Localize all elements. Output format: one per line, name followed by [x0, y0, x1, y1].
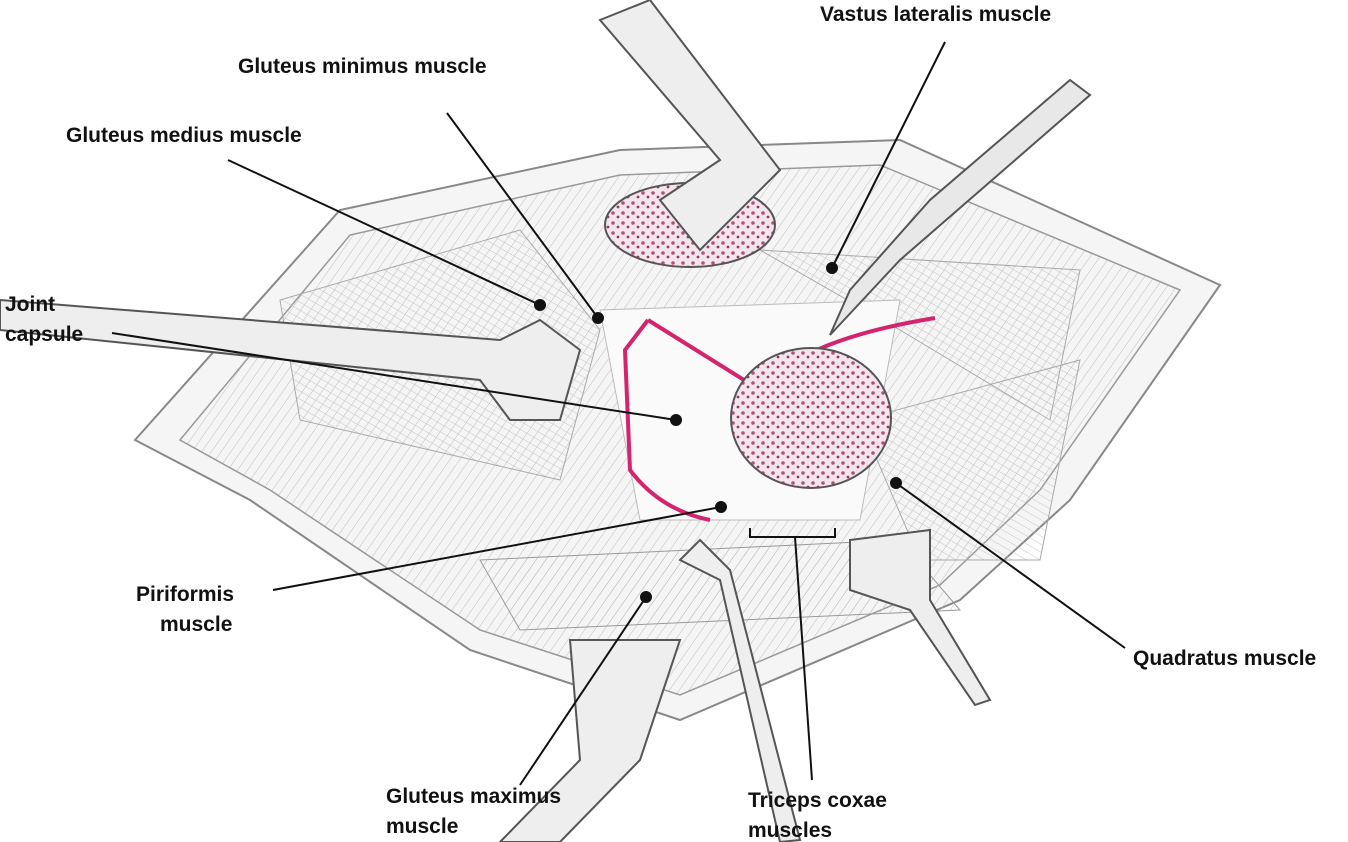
retractor-bottom-right [849, 528, 992, 707]
label-gluteus-minimus: Gluteus minimus muscle [238, 55, 487, 78]
retractor-bottom-left [678, 538, 802, 842]
femoral-head [730, 347, 892, 489]
label-line: Joint [5, 293, 56, 316]
label-gluteus-maximus: Gluteus maximus muscle [386, 782, 561, 842]
bracket-triceps-coxae [749, 528, 836, 538]
leader-piriformis [272, 506, 722, 591]
label-gluteus-medius: Gluteus medius muscle [66, 124, 302, 147]
label-vastus-lateralis: Vastus lateralis muscle [820, 3, 1052, 26]
label-line: Triceps coxae [748, 789, 887, 812]
label-line: capsule [5, 323, 84, 346]
label-line: Gluteus maximus [386, 785, 562, 808]
retractor-top [598, 0, 782, 252]
leader-vastus-lateralis [831, 41, 946, 269]
label-line: Piriformis [136, 583, 235, 606]
label-line: muscle [386, 815, 459, 838]
leader-triceps-coxae [794, 536, 813, 781]
leader-gluteus-minimus [446, 112, 599, 319]
leader-joint-capsule [111, 332, 677, 421]
scalpel [829, 78, 1092, 336]
label-line: muscles [748, 819, 833, 842]
leader-gluteus-maximus [519, 596, 647, 786]
quadratus-muscle [859, 359, 1081, 561]
label-quadratus: Quadratus muscle [1133, 647, 1317, 670]
label-triceps-coxae: Triceps coxae muscles [748, 786, 887, 842]
leader-quadratus [895, 482, 1126, 649]
retractor-fork [498, 639, 682, 842]
gluteus-maximus-muscle [479, 539, 962, 631]
label-joint-capsule: Joint capsule [5, 290, 83, 350]
label-piriformis: Piriformis muscle [136, 580, 234, 640]
leader-gluteus-medius [227, 159, 541, 306]
label-line: muscle [160, 613, 233, 636]
